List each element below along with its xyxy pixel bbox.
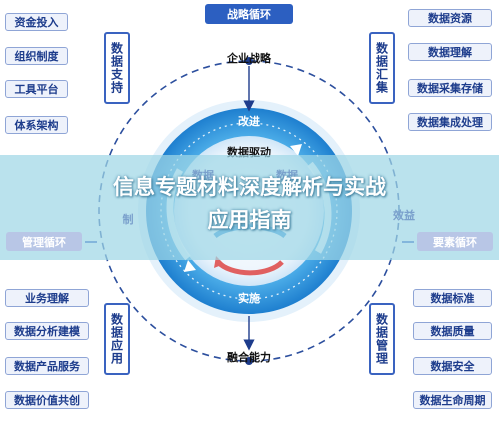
partial-right-label: 效益 bbox=[393, 209, 415, 222]
banner-title-line2: 应用指南 bbox=[207, 208, 292, 232]
group-data-management: 数据管理 bbox=[369, 303, 395, 375]
orbit-node-bottom bbox=[245, 357, 253, 365]
ring-arrow-top bbox=[290, 144, 302, 156]
enterprise-strategy-node: 企业战略 bbox=[227, 52, 271, 65]
orbit-node-top bbox=[245, 57, 253, 65]
item-data-value-cocreation: 数据价值共创 bbox=[5, 391, 89, 409]
item-data-security: 数据安全 bbox=[413, 357, 492, 375]
implement-label: 实施 bbox=[238, 292, 260, 305]
item-data-understanding: 数据理解 bbox=[408, 43, 492, 61]
item-data-standards: 数据标准 bbox=[413, 289, 492, 307]
title-banner bbox=[0, 155, 499, 260]
red-loop-arrow bbox=[216, 260, 284, 276]
item-data-integration: 数据集成处理 bbox=[408, 113, 492, 131]
improve-label: 改进 bbox=[238, 115, 260, 128]
item-data-collection-storage: 数据采集存储 bbox=[408, 79, 492, 97]
element-cycle-label: 要素循环 bbox=[417, 232, 493, 251]
faint-data-label-2: 数据 bbox=[276, 169, 298, 182]
item-tool-platform: 工具平台 bbox=[5, 80, 68, 98]
strategy-cycle-label: 战略循环 bbox=[205, 4, 293, 24]
item-data-lifecycle: 数据生命周期 bbox=[413, 391, 492, 409]
faint-data-label-1: 数据 bbox=[192, 169, 214, 182]
item-data-product-service: 数据产品服务 bbox=[5, 357, 89, 375]
item-data-quality: 数据质量 bbox=[413, 322, 492, 340]
item-data-modeling: 数据分析建模 bbox=[5, 322, 89, 340]
item-system-architecture: 体系架构 bbox=[5, 116, 68, 134]
item-business-understanding: 业务理解 bbox=[5, 289, 89, 307]
group-data-application: 数据应用 bbox=[104, 303, 130, 375]
banner-title-line1: 信息专题材料深度解析与实战 bbox=[113, 175, 386, 199]
fusion-capability-node: 融合能力 bbox=[227, 351, 271, 364]
item-data-resources: 数据资源 bbox=[408, 9, 492, 27]
item-capital-investment: 资金投入 bbox=[5, 13, 68, 31]
banner-title: 信息专题材料深度解析与实战 应用指南 bbox=[0, 171, 499, 237]
ring-arrow-bottom bbox=[184, 260, 196, 272]
partial-left-label: 制 bbox=[122, 213, 134, 226]
group-data-support: 数据支持 bbox=[104, 32, 130, 104]
group-data-collection: 数据汇集 bbox=[369, 32, 395, 104]
management-cycle-label: 管理循环 bbox=[6, 232, 82, 251]
item-organization-system: 组织制度 bbox=[5, 47, 68, 65]
